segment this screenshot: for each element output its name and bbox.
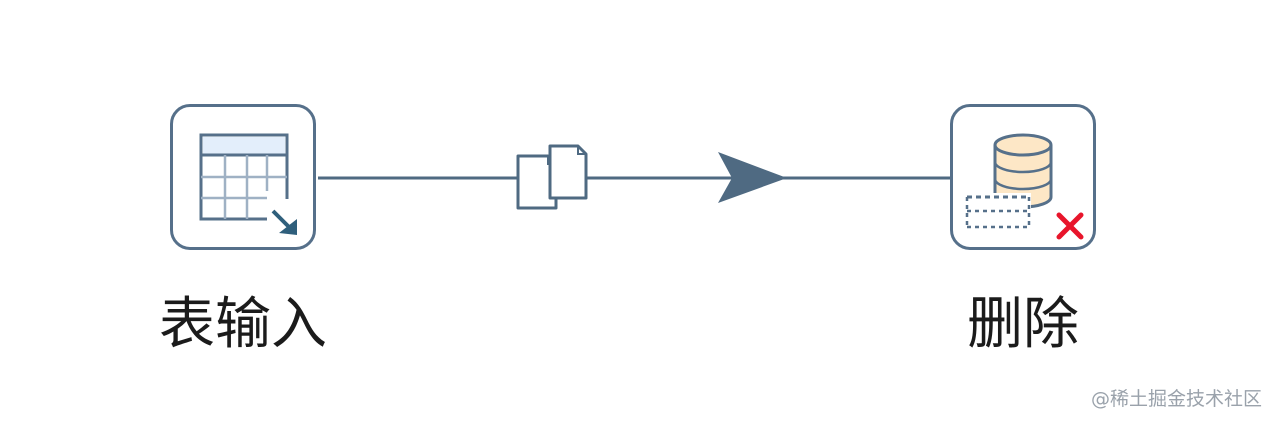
database-delete-icon	[965, 133, 1084, 240]
watermark: @稀土掘金技术社区	[1090, 388, 1262, 410]
copy-rows-icon[interactable]	[516, 144, 588, 210]
step-node-table-input[interactable]	[170, 104, 316, 250]
table-input-icon	[199, 133, 299, 235]
step-node-delete[interactable]	[950, 104, 1096, 250]
step-label-table-input: 表输入	[159, 292, 327, 357]
arrow-head-icon	[718, 152, 787, 203]
step-label-delete: 删除	[967, 292, 1079, 357]
delete-x-icon	[1056, 212, 1084, 240]
